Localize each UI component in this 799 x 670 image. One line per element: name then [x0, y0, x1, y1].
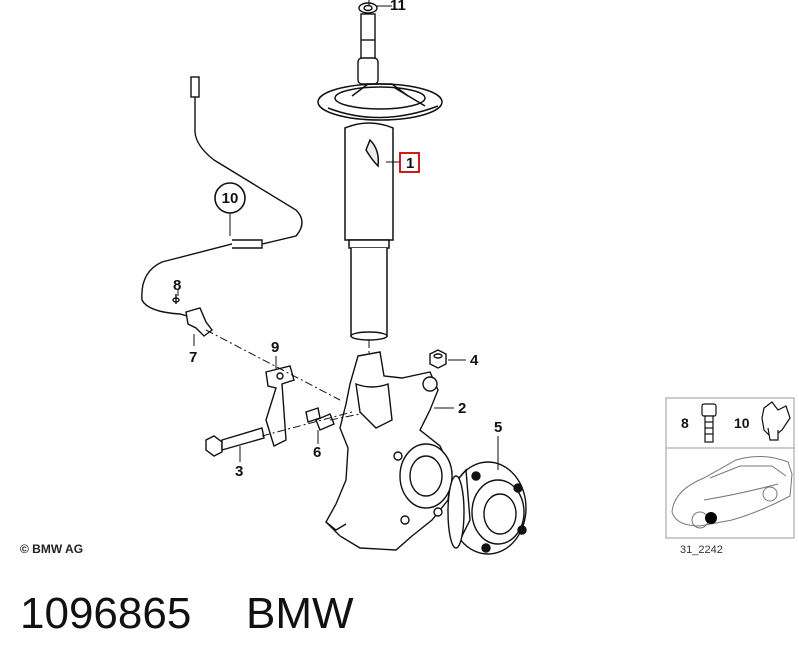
steering-knuckle: [325, 351, 453, 551]
callout-8: 8: [173, 277, 181, 294]
callout-9: 9: [271, 339, 279, 356]
callout-2: 2: [458, 400, 466, 417]
callout-6: 6: [313, 444, 321, 461]
inset-label-10: 10: [734, 415, 750, 431]
callout-5: 5: [494, 419, 502, 436]
inset-screw-icon: [701, 403, 717, 443]
callout-11: 11: [390, 0, 406, 14]
assembly-lines: [205, 0, 460, 437]
callout-10-circle: [214, 182, 246, 214]
inset-label-8: 8: [681, 415, 689, 431]
copyright-text: © BMW AG: [20, 542, 83, 556]
inset-panel: 8 10: [665, 397, 795, 539]
shock-absorber: [344, 122, 394, 341]
bolt-6: [305, 407, 335, 431]
strut-top-nut: [357, 2, 379, 85]
inset-location-marker: [705, 512, 717, 524]
callout-10: 10: [222, 190, 239, 207]
inset-ref-code: 31_2242: [680, 544, 723, 556]
wheel-speed-sensor: [172, 294, 213, 337]
bracket-9: [265, 365, 295, 447]
inset-clip-icon: [761, 401, 791, 441]
callout-4: 4: [470, 352, 479, 369]
sensor-cable: [141, 76, 303, 319]
wheel-hub: [447, 461, 527, 555]
callout-3: 3: [235, 463, 243, 480]
callout-1-highlight: [399, 152, 420, 173]
callout-1: 1: [406, 155, 414, 172]
leader-lines: [177, 5, 499, 470]
bolt-3: [205, 427, 265, 457]
callout-7: 7: [189, 349, 197, 366]
strut-mount-plate: [317, 83, 443, 121]
brand-name: BMW: [246, 589, 354, 638]
part-number: 1096865: [20, 589, 192, 638]
nut-4: [429, 349, 447, 369]
